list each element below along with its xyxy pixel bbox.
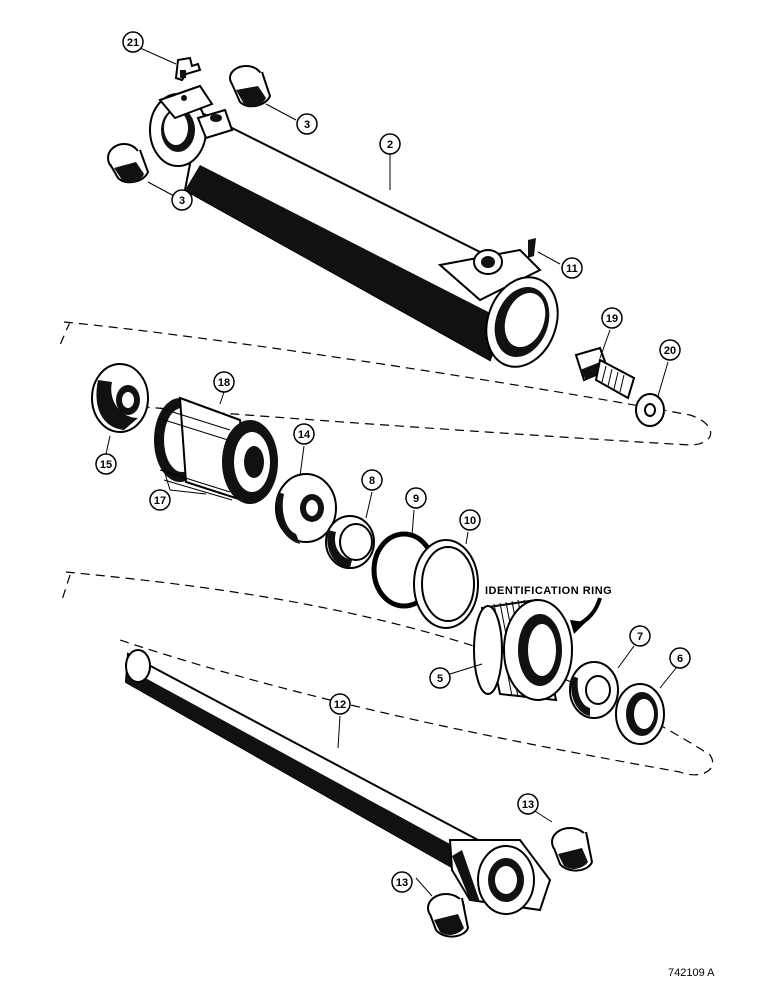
dashed-outline-piston-group	[59, 321, 712, 446]
bushing-lower	[107, 143, 150, 184]
svg-text:5: 5	[437, 673, 443, 685]
callout-5: 5	[429, 667, 451, 689]
wiper-7	[569, 661, 619, 719]
svg-text:11: 11	[566, 263, 578, 275]
svg-text:3: 3	[304, 119, 310, 131]
callout-15: 15	[95, 453, 117, 475]
backup-ring-8	[325, 515, 375, 569]
piston-18	[154, 396, 278, 504]
bushing-upper	[229, 65, 272, 108]
rod-seal-6	[615, 683, 665, 745]
gland-5	[473, 598, 573, 702]
svg-text:8: 8	[369, 475, 375, 487]
callout-13-upper: 13	[517, 793, 539, 815]
callout-13-lower: 13	[391, 871, 413, 893]
svg-text:3: 3	[179, 195, 185, 207]
callout-20: 20	[659, 339, 681, 361]
leader-lines	[105, 47, 677, 897]
callout-2: 2	[379, 133, 401, 155]
callout-12: 12	[329, 693, 351, 715]
bushing-rod-upper	[551, 827, 594, 872]
washer	[635, 393, 665, 427]
svg-text:7: 7	[637, 631, 643, 643]
svg-text:17: 17	[154, 495, 166, 507]
bolt	[574, 346, 636, 400]
svg-text:6: 6	[677, 653, 683, 665]
callout-9: 9	[405, 487, 427, 509]
svg-text:13: 13	[522, 799, 534, 811]
svg-text:18: 18	[218, 377, 230, 389]
callout-3-upper: 3	[296, 113, 318, 135]
svg-text:15: 15	[100, 459, 112, 471]
callout-7: 7	[629, 625, 651, 647]
piston-seal-15	[91, 363, 149, 433]
bushing-rod-lower	[427, 893, 470, 938]
callout-19: 19	[601, 307, 623, 329]
callout-18: 18	[213, 371, 235, 393]
svg-text:12: 12	[334, 699, 346, 711]
callout-3-lower: 3	[171, 189, 193, 211]
svg-text:13: 13	[396, 877, 408, 889]
svg-text:9: 9	[413, 493, 419, 505]
callout-6: 6	[669, 647, 691, 669]
svg-text:21: 21	[127, 37, 139, 49]
callout-11: 11	[561, 257, 583, 279]
callout-10: 10	[459, 509, 481, 531]
svg-text:20: 20	[664, 345, 676, 357]
backup-ring-10	[413, 539, 479, 629]
set-screw	[528, 238, 536, 258]
svg-text:10: 10	[464, 515, 476, 527]
wear-ring-14	[275, 473, 337, 544]
svg-text:19: 19	[606, 313, 618, 325]
cylinder-barrel	[149, 84, 559, 368]
identification-ring-label: IDENTIFICATION RING	[485, 585, 612, 597]
callout-14: 14	[293, 423, 315, 445]
svg-text:14: 14	[298, 429, 311, 441]
callout-21: 21	[122, 31, 144, 53]
svg-text:2: 2	[387, 139, 393, 151]
callout-8: 8	[361, 469, 383, 491]
piston-rod	[124, 649, 552, 915]
callout-17: 17	[149, 489, 171, 511]
grease-fitting	[174, 56, 202, 82]
figure-number: 742109 A	[668, 967, 715, 979]
